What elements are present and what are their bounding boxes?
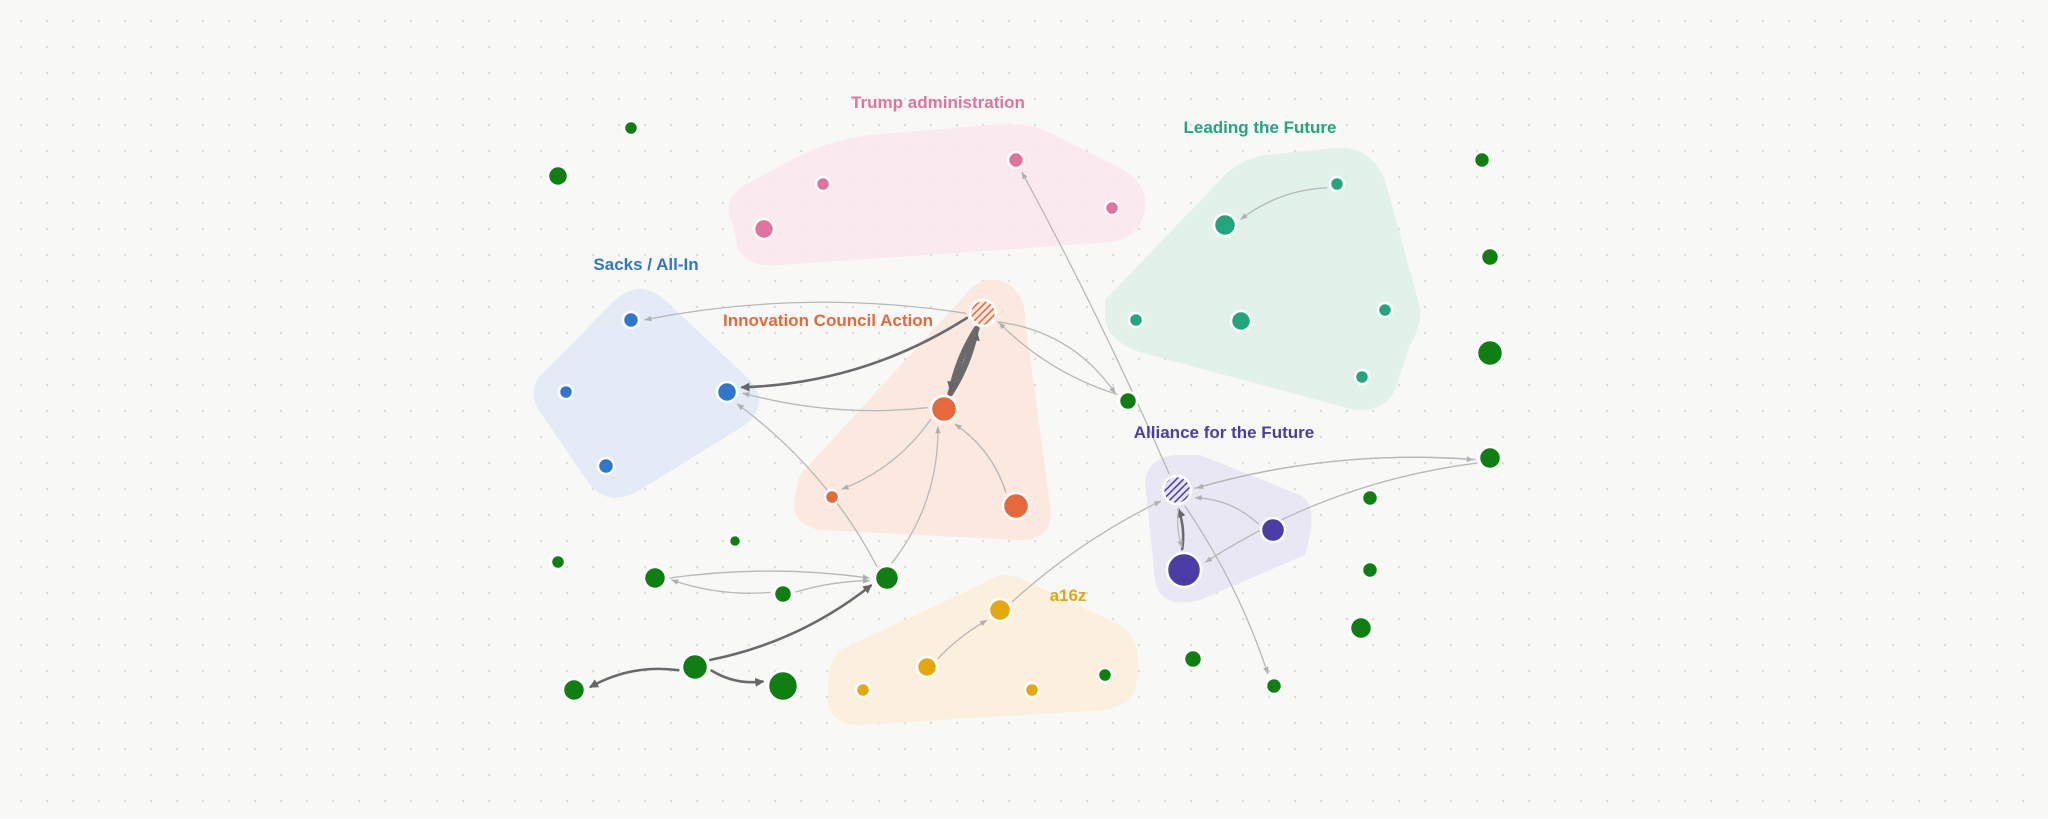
node-l6[interactable] <box>1353 368 1371 386</box>
node-g10[interactable] <box>766 669 800 703</box>
node-t3[interactable] <box>1103 199 1121 217</box>
group-label-a16z: a16z <box>1050 586 1087 605</box>
edge-z1-to-a0 <box>1011 500 1162 603</box>
node-z1[interactable] <box>987 597 1013 623</box>
node-g5[interactable] <box>772 583 794 605</box>
edge-a2-to-a0 <box>1194 495 1259 525</box>
node-g17[interactable] <box>1182 648 1204 670</box>
edge-g5-to-g6 <box>795 577 870 593</box>
node-g1[interactable] <box>1117 390 1139 412</box>
node-l3[interactable] <box>1127 311 1145 329</box>
hull-trump <box>728 123 1146 266</box>
edge-i1-to-s2 <box>742 392 928 412</box>
edge-g9-to-g6 <box>709 584 873 662</box>
node-l4[interactable] <box>1229 309 1253 333</box>
node-g4[interactable] <box>642 565 668 591</box>
node-g13[interactable] <box>1360 488 1380 508</box>
node-layer <box>546 119 1505 703</box>
edge-a0-to-a1 <box>1176 507 1183 548</box>
node-z4[interactable] <box>1023 681 1041 699</box>
group-label-innovation: Innovation Council Action <box>723 311 933 330</box>
node-s3[interactable] <box>557 383 575 401</box>
group-labels: Trump administration Leading the Future … <box>593 93 1336 605</box>
node-g9[interactable] <box>680 652 710 682</box>
node-g14[interactable] <box>1360 560 1380 580</box>
node-i3[interactable] <box>1001 491 1031 521</box>
group-hulls <box>533 123 1421 725</box>
edge-g1-to-i0 <box>998 322 1118 395</box>
node-i1[interactable] <box>929 394 959 424</box>
node-l1[interactable] <box>1328 175 1346 193</box>
edge-a0-to-t2 <box>1021 171 1170 475</box>
edge-i0-to-g1 <box>996 321 1116 394</box>
node-i2[interactable] <box>823 488 841 506</box>
edge-i0-to-s2 <box>740 316 969 392</box>
node-g19[interactable] <box>1264 676 1284 696</box>
node-z3[interactable] <box>854 681 872 699</box>
node-g8[interactable] <box>561 677 587 703</box>
edge-g4-to-g6 <box>669 570 870 580</box>
edge-g6-to-s2 <box>736 403 878 567</box>
node-t2[interactable] <box>1006 150 1026 170</box>
edge-a0-to-g19 <box>1184 505 1269 675</box>
node-a0[interactable] <box>1161 474 1193 506</box>
hull-sacks <box>533 289 759 498</box>
hull-innovation <box>794 279 1051 540</box>
node-g6[interactable] <box>873 564 901 592</box>
node-g15[interactable] <box>1348 615 1374 641</box>
node-g21[interactable] <box>1477 445 1503 471</box>
edge-i0-to-i1 <box>947 325 980 395</box>
edge-g12-to-a0 <box>1196 456 1476 489</box>
edge-g5-to-g4 <box>671 579 771 594</box>
node-i0[interactable] <box>968 298 998 328</box>
node-l5[interactable] <box>1376 301 1394 319</box>
group-label-alliance: Alliance for the Future <box>1134 423 1314 442</box>
edge-g21-to-a1 <box>1204 462 1477 563</box>
hull-leading <box>1105 147 1421 411</box>
node-n2[interactable] <box>546 164 570 188</box>
edge-z2-to-z1 <box>937 619 988 660</box>
node-g3[interactable] <box>1479 246 1501 268</box>
node-g18[interactable] <box>549 553 567 571</box>
edge-g6-to-i1 <box>891 426 941 564</box>
node-t1[interactable] <box>814 175 832 193</box>
node-s1[interactable] <box>621 310 641 330</box>
edge-l1-to-l2 <box>1240 187 1328 220</box>
node-s4[interactable] <box>596 456 616 476</box>
group-label-leading: Leading the Future <box>1184 118 1337 137</box>
node-s2[interactable] <box>715 380 739 404</box>
edge-i1-to-i2 <box>841 418 932 490</box>
edge-g9-to-g8 <box>589 667 680 689</box>
hull-a16z <box>828 575 1138 725</box>
node-l2[interactable] <box>1212 212 1238 238</box>
edge-g9-to-g10 <box>710 669 765 687</box>
node-a2[interactable] <box>1259 516 1287 544</box>
node-t4[interactable] <box>752 217 776 241</box>
edge-i0-to-s1 <box>644 301 967 322</box>
edge-layer <box>589 171 1477 689</box>
node-g20[interactable] <box>1096 666 1114 684</box>
node-z2[interactable] <box>915 655 939 679</box>
node-g2[interactable] <box>1472 150 1492 170</box>
node-a1[interactable] <box>1165 551 1203 589</box>
group-label-trump: Trump administration <box>851 93 1025 112</box>
node-g7[interactable] <box>727 533 743 549</box>
node-g11[interactable] <box>1475 338 1505 368</box>
edge-i3-to-i1 <box>954 423 1007 493</box>
group-label-sacks: Sacks / All-In <box>593 255 698 274</box>
node-n1[interactable] <box>622 119 640 137</box>
